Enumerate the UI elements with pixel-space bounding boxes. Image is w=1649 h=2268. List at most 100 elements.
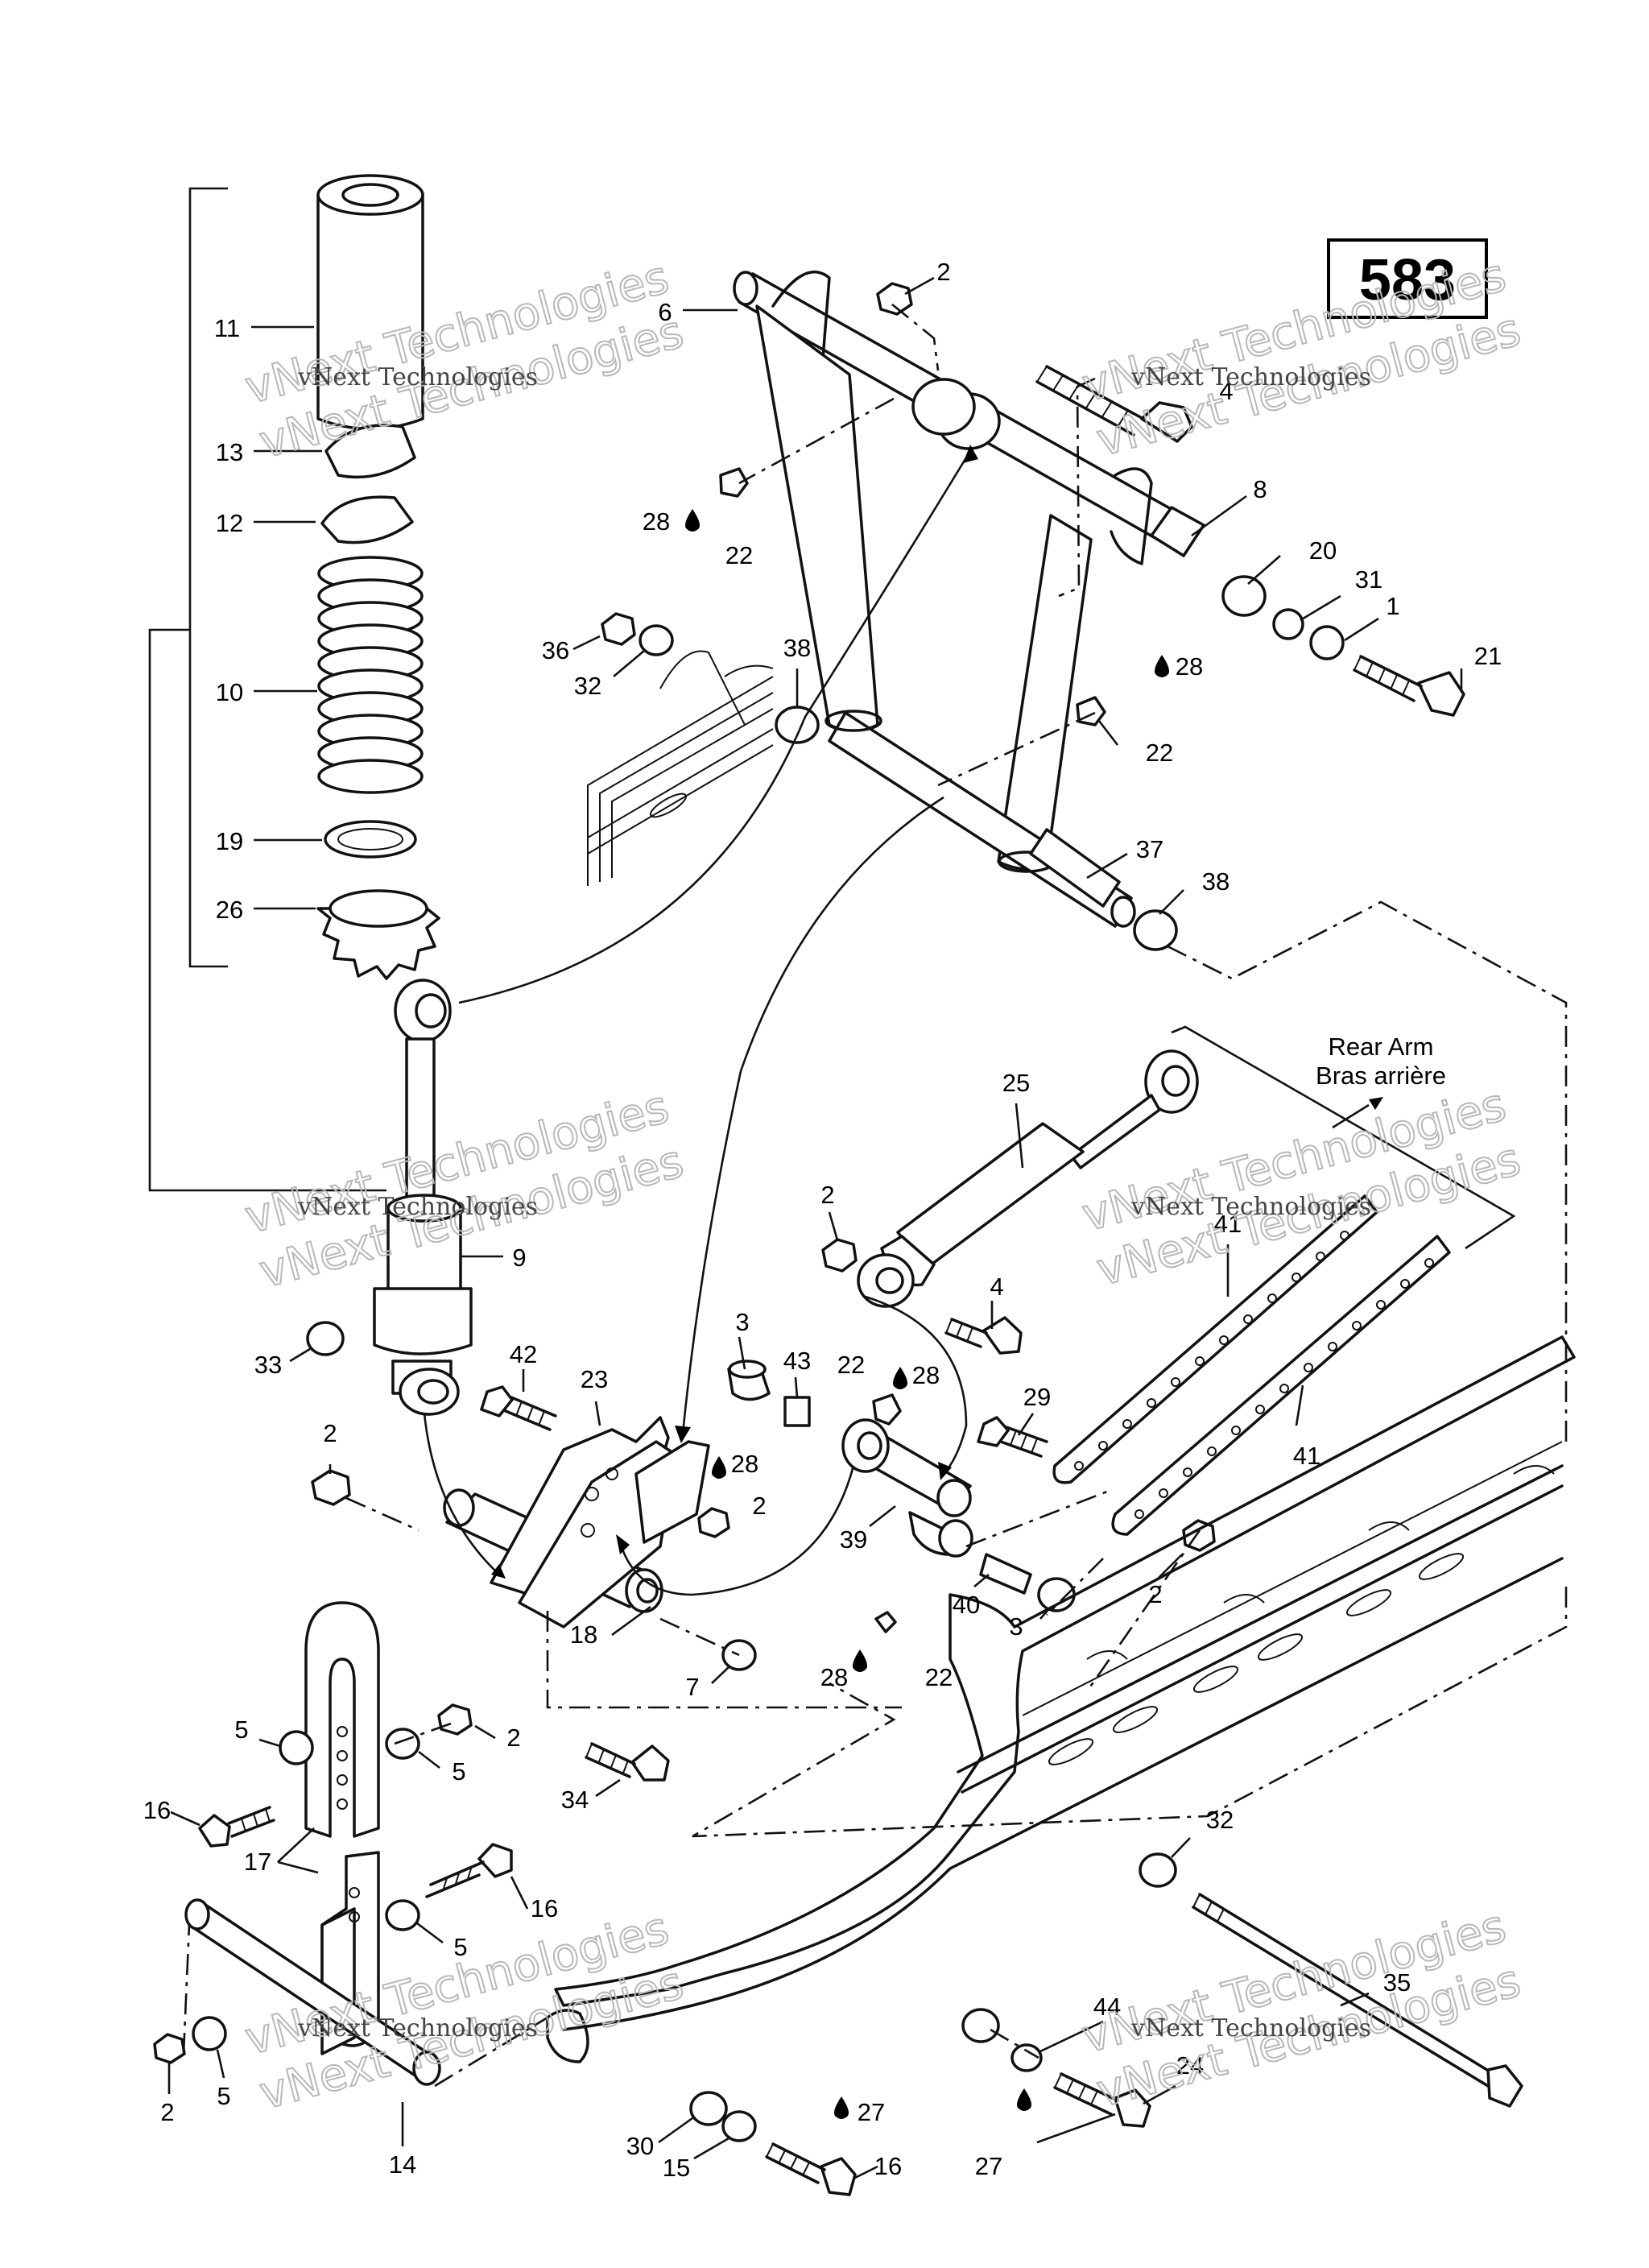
rear-arm-label-fr: Bras arrière: [1316, 1062, 1446, 1090]
callout-16-a: 16: [143, 1796, 171, 1824]
callout-24: 24: [1176, 2051, 1204, 2080]
front-hanger-upper: [304, 1601, 380, 1838]
callout-6: 6: [658, 298, 672, 326]
callout-28-mid: 28: [1176, 652, 1203, 681]
callout-31: 31: [1355, 565, 1382, 594]
nut-2-pivot: [697, 1507, 730, 1538]
washer-32-top: [639, 624, 674, 656]
callout-28-lower: 28: [820, 1663, 848, 1691]
leader-lines: [167, 276, 1463, 2180]
callout-23: 23: [581, 1365, 608, 1393]
callout-11: 11: [214, 314, 240, 342]
callout-44: 44: [1093, 1993, 1121, 2021]
tube-37: [1029, 828, 1121, 908]
washer-32-bottom: [1139, 1852, 1177, 1888]
callout-5-a: 5: [234, 1715, 248, 1744]
callout-9: 9: [512, 1244, 526, 1272]
svg-text:vNext Technologies: vNext Technologies: [297, 1193, 538, 1221]
callout-16-c: 16: [874, 2152, 902, 2180]
slide-rail: [546, 1335, 1576, 2063]
nut-2-rear-shock: [821, 1238, 858, 1273]
callout-38-top: 38: [783, 634, 811, 662]
callout-2-left: 2: [323, 1419, 337, 1447]
coil-spring: [317, 556, 424, 794]
callout-3-lower: 3: [1009, 1612, 1023, 1641]
bolt-16-a: [198, 1806, 275, 1848]
grease-drop-symbols: [685, 509, 1169, 2119]
washer-31: [1272, 608, 1304, 640]
callout-43: 43: [783, 1347, 811, 1375]
rear-shock-absorber: [857, 1049, 1199, 1308]
callout-32-top: 32: [574, 672, 601, 700]
callout-37: 37: [1136, 835, 1163, 863]
spring-cover: [316, 174, 424, 431]
callout-2-bottom: 2: [160, 2098, 174, 2126]
callout-5-b: 5: [452, 1757, 465, 1786]
watermarks: vNext Technologies vNext Technologies vN…: [239, 248, 1527, 2121]
grease-fitting-22-top: [719, 467, 749, 498]
callout-25: 25: [1002, 1069, 1030, 1097]
callout-3-upper: 3: [735, 1308, 749, 1336]
callout-16-b: 16: [531, 1894, 558, 1922]
svg-text:vNext Technologies: vNext Technologies: [1130, 1193, 1371, 1221]
callout-39: 39: [840, 1525, 867, 1554]
callout-10: 10: [216, 678, 243, 706]
rear-arm-links: [1052, 1194, 1451, 1536]
grease-fitting-22-mid: [1076, 696, 1106, 726]
callout-32-bottom: 32: [1206, 1806, 1234, 1834]
callout-5-d: 5: [217, 2082, 230, 2110]
assembly-lines: [182, 303, 1568, 2088]
washer-44-b: [1010, 2043, 1043, 2072]
bolt-24: [1053, 2072, 1151, 2128]
callout-4-rear-shock: 4: [990, 1273, 1003, 1301]
washer-5-a: [279, 1730, 314, 1765]
callout-22-lever: 22: [837, 1351, 865, 1379]
bolt-21: [1353, 655, 1465, 717]
nut-2-bottom: [153, 2033, 186, 2064]
callout-22-top: 22: [725, 541, 753, 569]
callout-41-upper: 41: [1214, 1210, 1242, 1238]
callout-2-top: 2: [936, 258, 950, 286]
bolt-16-b: [425, 1843, 513, 1898]
callout-38-bottom: 38: [1202, 867, 1230, 896]
callout-2-rear-shock: 2: [820, 1181, 834, 1209]
callout-41-lower: 41: [1293, 1442, 1320, 1470]
spring-stopper-ring: [324, 820, 417, 859]
callout-34: 34: [561, 1786, 589, 1814]
rear-arm-label-en: Rear Arm: [1329, 1033, 1434, 1061]
callout-2-rear-arm: 2: [1148, 1580, 1162, 1608]
washer-44-a: [961, 2008, 1000, 2043]
bolt-42: [480, 1385, 557, 1431]
callout-28-top: 28: [643, 507, 670, 536]
bolt-4-rear-shock: [944, 1316, 1023, 1355]
svg-text:vNext Technologies: vNext Technologies: [1130, 2014, 1371, 2042]
bolt-4-top: [1035, 365, 1193, 443]
washer-15: [721, 2110, 757, 2142]
callout-42: 42: [510, 1340, 537, 1368]
callout-17: 17: [244, 1848, 271, 1876]
callout-12: 12: [216, 509, 243, 537]
callout-19: 19: [216, 827, 243, 855]
callout-4-top: 4: [1219, 377, 1233, 405]
spacer-43: [783, 1396, 811, 1427]
callout-28-pivot: 28: [731, 1450, 758, 1478]
callout-22-mid: 22: [1146, 739, 1173, 767]
callout-30: 30: [626, 2132, 654, 2160]
callout-33: 33: [254, 1351, 282, 1379]
nut-2-hanger: [437, 1703, 473, 1736]
grease-fitting-22-lever: [872, 1393, 902, 1426]
callout-7: 7: [685, 1673, 699, 1701]
bushing-20: [1221, 575, 1267, 617]
callout-numbers: 11 13 12 10 19 26 6 2 4 28 22 8 20 31 1 …: [143, 258, 1502, 2182]
diagram-reference-number: 583: [1359, 248, 1456, 312]
callout-21: 21: [1474, 642, 1502, 670]
crossbar-tube: [184, 1898, 441, 2086]
callout-18: 18: [570, 1620, 597, 1649]
front-shock-absorber: [373, 979, 473, 1416]
washer-1: [1309, 625, 1345, 660]
washer-5-b: [385, 1728, 420, 1760]
callout-13: 13: [216, 438, 243, 466]
svg-text:vNext Technologies: vNext Technologies: [297, 2014, 538, 2042]
callout-40: 40: [953, 1591, 980, 1619]
